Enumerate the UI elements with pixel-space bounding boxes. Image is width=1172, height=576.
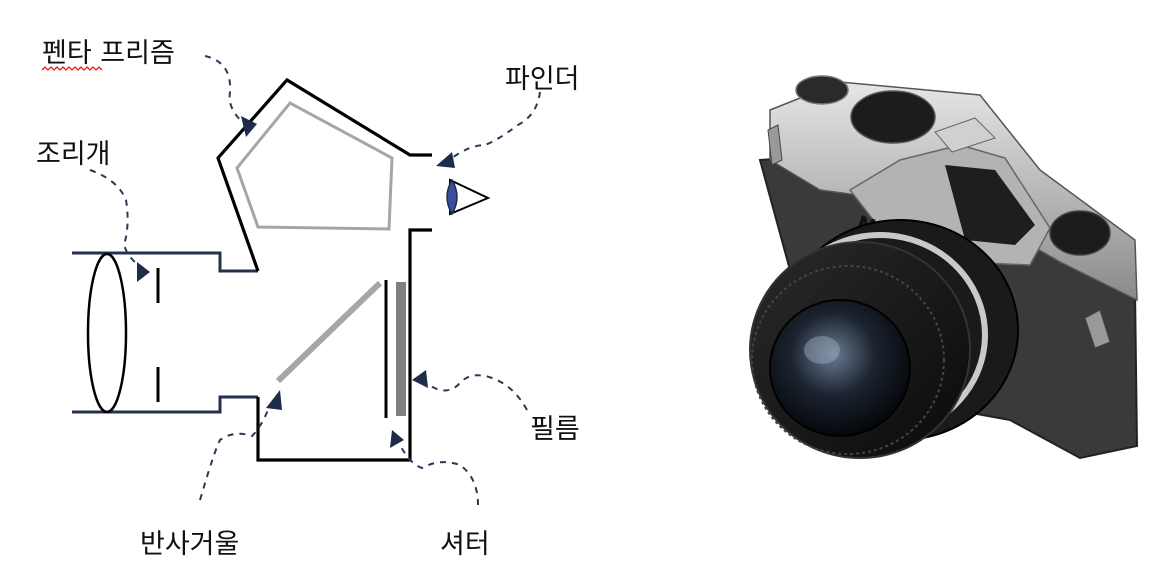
hot-shoe [934,117,996,153]
arrowhead-pentaprism [241,116,257,137]
lens-front-element [769,299,911,437]
arrowhead-aperture [137,262,150,282]
arrowhead-finder [436,152,455,168]
eye-icon [446,178,491,216]
rewind-crank [1049,210,1111,256]
camera-photo: Nikon [749,75,1139,460]
label-finder: 파인더 [505,64,580,95]
lens-element [86,252,128,414]
strap-lug-left [767,124,783,166]
reflex-mirror [275,280,383,384]
label-mirror: 반사거울 [140,529,239,560]
strap-lug-right [1084,309,1111,349]
label-pentaprism: 펜타 프리즘 [42,38,175,69]
label-film: 필름 [530,414,580,445]
camera-lens [749,219,1019,459]
label-shutter: 셔터 [440,529,490,560]
spellcheck-underline [41,66,103,71]
pointer-arrowheads [137,116,455,448]
shutter-speed-dial [850,90,936,144]
arrowhead-mirror [266,390,282,410]
prism-leather [945,165,1035,245]
arrowhead-shutter [390,430,404,448]
arrowhead-film [412,370,428,388]
camera-cross-section-diagram: 펜타 프리즘 파인더 조리개 필름 반사거울 셔터 [36,38,580,560]
film-plane [396,282,406,416]
pentaprism-shape [235,101,394,231]
rewind-knob [795,75,849,105]
label-aperture: 조리개 [36,139,111,170]
pointer-lines [89,55,541,506]
lens-barrel [72,251,258,414]
